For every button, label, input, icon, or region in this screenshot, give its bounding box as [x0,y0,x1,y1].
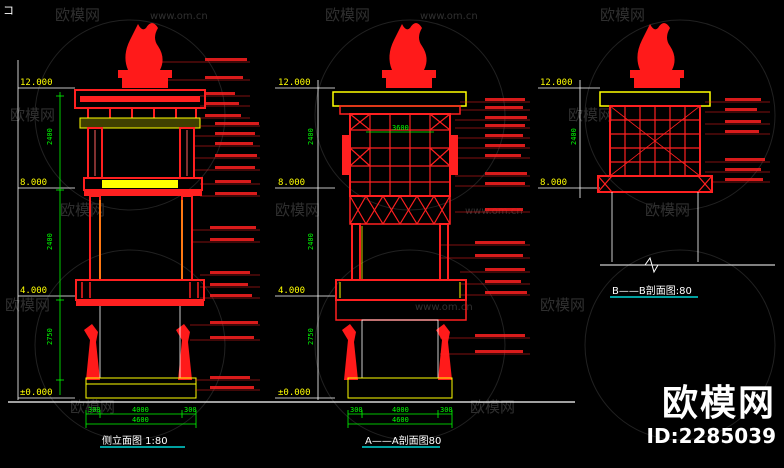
watermark-brand: 欧模网 [55,6,100,24]
badge-id: ID:2285039 [646,424,776,448]
elevation-12: 12.000 [20,78,53,88]
vdim: 2400 [307,233,315,250]
corner-mark: コ [3,4,14,17]
elevation-12: 12.000 [540,78,573,88]
watermark-brand: 欧模网 [325,6,370,24]
vdim: 2750 [307,328,315,345]
elevation-8: 8.000 [540,178,567,188]
badge-brand: 欧模网 [661,383,776,424]
watermark-brand: 欧模网 [5,296,50,314]
panel-title-aa: A——A剖面图80 [365,434,441,447]
watermark-url: www.om.cn [415,302,473,313]
watermark-url: www.om.cn [465,206,523,217]
elevation-4: 4.000 [20,286,47,296]
watermark-brand: 欧模网 [645,201,690,219]
dim-segment: 4000 [392,406,409,414]
watermark-brand: 欧模网 [470,398,515,416]
watermark-brand: 欧模网 [10,106,55,124]
watermark-layer: 欧模网 www.om.cn 欧模网 www.om.cn 欧模网 欧模网 欧模网 … [5,6,776,441]
watermark-badge: 欧模网 ID:2285039 [646,383,776,449]
dim-segment: 300 [350,406,363,414]
dim-segment: 4000 [132,406,149,414]
panel-side-elevation: 12.000 8.000 4.000 ±0.000 2400 2400 2750 [17,23,260,448]
dim-overall: 4600 [132,416,149,424]
elevation-12: 12.000 [278,78,311,88]
panel-section-bb: 12.000 8.000 2400 [538,23,770,298]
elevation-8: 8.000 [278,178,305,188]
break-symbol [644,256,659,274]
elevation-0: ±0.000 [278,388,311,398]
statue-top [118,23,172,88]
watermark-brand: 欧模网 [600,6,645,24]
panel-title-side: 侧立面图 1:80 [102,434,168,447]
dim-segment: 300 [184,406,197,414]
elevation-4: 4.000 [278,286,305,296]
dim-inner: 3600 [392,124,409,132]
watermark-brand: 欧模网 [60,201,105,219]
watermark-url: www.om.cn [420,11,478,22]
dim-overall: 4600 [392,416,409,424]
vdim: 2400 [46,233,54,250]
watermark-brand: 欧模网 [540,296,585,314]
vdim: 2750 [46,328,54,345]
panel-section-aa: 12.000 8.000 4.000 ±0.000 2400 2400 2750 [275,23,530,448]
vdim: 2400 [307,128,315,145]
vdim: 2400 [570,128,578,145]
watermark-brand: 欧模网 [275,201,320,219]
elevation-0: ±0.000 [20,388,53,398]
elevation-8: 8.000 [20,178,47,188]
vdim: 2400 [46,128,54,145]
watermark-brand: 欧模网 [568,106,613,124]
watermark-url: www.om.cn [150,11,208,22]
panel-title-bb: B——B剖面图:80 [612,284,692,297]
dim-segment: 300 [88,406,101,414]
dim-segment: 300 [440,406,453,414]
